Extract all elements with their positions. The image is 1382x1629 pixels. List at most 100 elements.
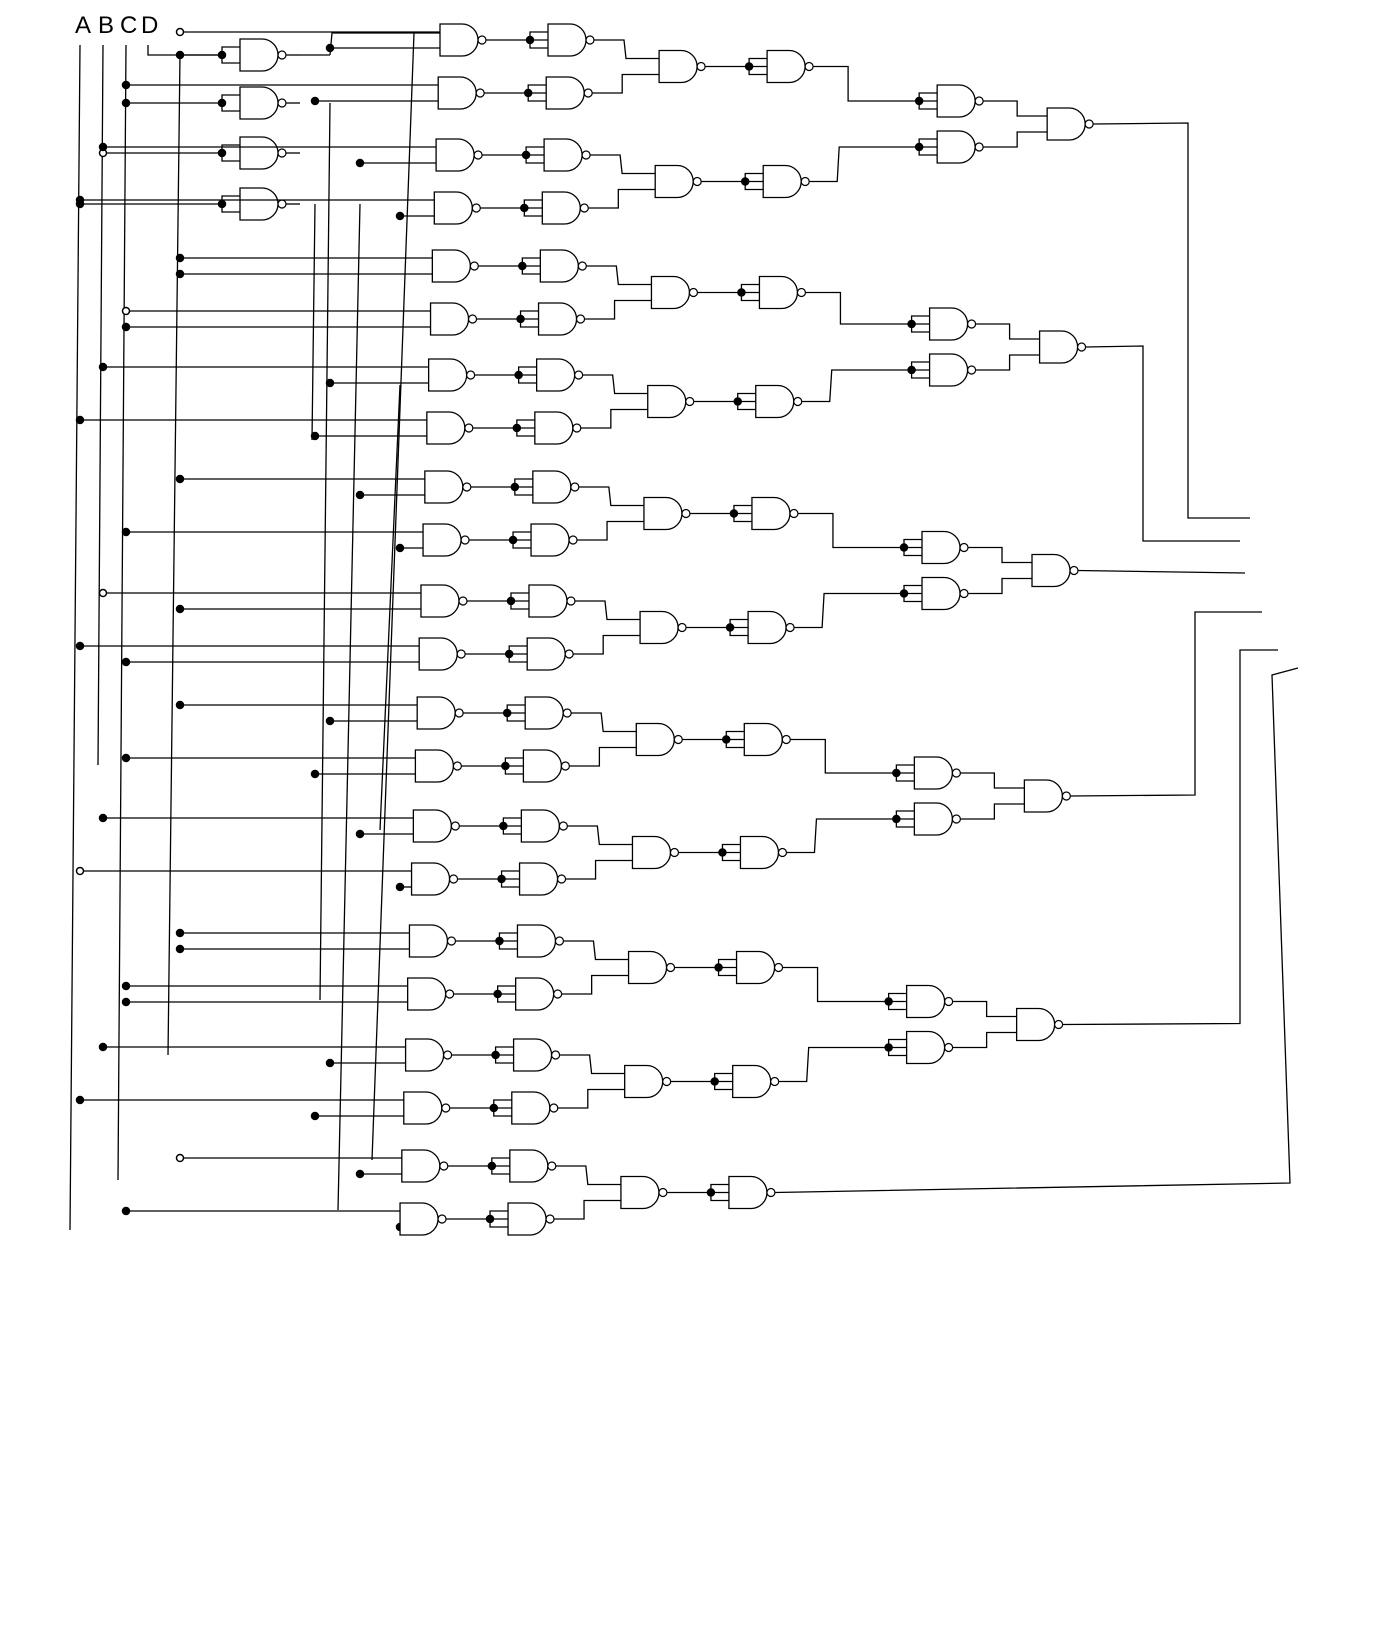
nand-bubble — [439, 1161, 449, 1171]
nand-gate — [239, 38, 279, 72]
wire — [592, 73, 660, 94]
nand-gate — [728, 1175, 768, 1210]
nand-gate — [921, 530, 961, 565]
nand-gate — [399, 1202, 439, 1236]
junction-dot — [98, 588, 108, 598]
junction-dot — [175, 928, 185, 938]
junction-dot — [502, 708, 512, 718]
wire — [582, 374, 648, 395]
nand-bubble — [460, 535, 470, 545]
nand-bubble — [469, 261, 479, 271]
junction-dot — [497, 874, 506, 884]
nand-gate — [534, 411, 574, 445]
nand-bubble — [550, 1050, 561, 1060]
junction-dot — [518, 261, 527, 271]
nand-gate — [431, 249, 471, 283]
nand-bubble — [944, 1042, 954, 1053]
nand-gate — [407, 977, 447, 1011]
input-label-a: A — [75, 12, 92, 39]
junction-dot — [884, 1043, 893, 1052]
nand-bubble — [545, 1214, 555, 1224]
junction-dot — [121, 657, 131, 667]
junction-dot — [725, 623, 735, 632]
nand-bubble — [804, 61, 814, 72]
wire — [555, 1165, 621, 1186]
wire — [794, 592, 923, 629]
junction-dot — [217, 50, 227, 60]
nand-bubble — [944, 996, 954, 1007]
nand-gate — [408, 924, 449, 958]
junction-dot — [501, 761, 510, 771]
nand-bubble — [1076, 342, 1087, 352]
junction-dot — [907, 319, 916, 329]
nand-gate — [620, 1175, 660, 1210]
junction-dot — [121, 981, 131, 991]
junction-dot — [355, 158, 365, 168]
junction-dot — [521, 150, 531, 160]
wire — [968, 546, 1033, 564]
nand-bubble — [554, 936, 565, 946]
nand-gate — [545, 76, 585, 110]
wire — [809, 146, 938, 183]
junction-dot — [175, 269, 185, 279]
nand-gate — [739, 835, 780, 870]
wire — [1070, 611, 1262, 797]
wire — [97, 44, 104, 766]
junction-dot — [733, 397, 742, 406]
junction-dot — [75, 415, 85, 425]
wire — [574, 600, 641, 621]
nand-bubble — [437, 1214, 447, 1224]
wire — [329, 32, 440, 56]
junction-dot — [121, 753, 131, 763]
nand-gate — [758, 275, 799, 310]
nand-gate — [913, 756, 954, 790]
junction-dot — [175, 253, 185, 263]
wire — [797, 512, 923, 549]
junction-dot — [491, 1050, 500, 1060]
wire — [594, 39, 660, 60]
junction-dot — [899, 543, 909, 552]
junction-dot — [485, 1214, 495, 1224]
wire — [586, 265, 652, 286]
nand-bubble — [966, 365, 977, 375]
nand-bubble — [467, 314, 478, 324]
nand-bubble — [966, 319, 977, 329]
nand-bubble — [577, 261, 587, 271]
nand-bubble — [553, 989, 563, 999]
nand-bubble — [692, 176, 702, 187]
nand-gate — [928, 307, 969, 341]
nand-bubble — [547, 1161, 557, 1171]
nand-gate — [401, 1149, 441, 1183]
junction-dot — [310, 769, 320, 779]
input-label-b: B — [98, 12, 115, 39]
nand-bubble — [789, 508, 799, 519]
nand-bubble — [574, 370, 584, 380]
wire — [1062, 649, 1278, 1026]
nand-gate — [539, 249, 579, 283]
nand-bubble — [959, 588, 969, 599]
nand-bubble — [558, 821, 568, 831]
junction-dot — [914, 142, 924, 152]
junction-dot — [121, 98, 131, 108]
nand-bubble — [685, 396, 695, 407]
wire — [968, 577, 1033, 595]
nand-bubble — [773, 962, 784, 973]
junction-dot — [744, 62, 754, 71]
nand-bubble — [464, 423, 474, 433]
junction-dot — [884, 997, 893, 1006]
junction-dot — [710, 1077, 719, 1086]
nand-bubble — [673, 734, 683, 745]
nand-gate — [535, 358, 576, 392]
nand-bubble — [570, 482, 580, 492]
nand-gate — [905, 984, 946, 1019]
wire — [805, 291, 930, 325]
nand-gate — [936, 84, 976, 118]
junction-dot — [98, 142, 108, 152]
nand-bubble — [1069, 565, 1079, 576]
junction-dot — [98, 362, 108, 372]
nand-bubble — [777, 847, 788, 858]
nand-bubble — [658, 1187, 668, 1198]
nand-gate — [410, 862, 451, 896]
nand-gate — [427, 358, 468, 392]
